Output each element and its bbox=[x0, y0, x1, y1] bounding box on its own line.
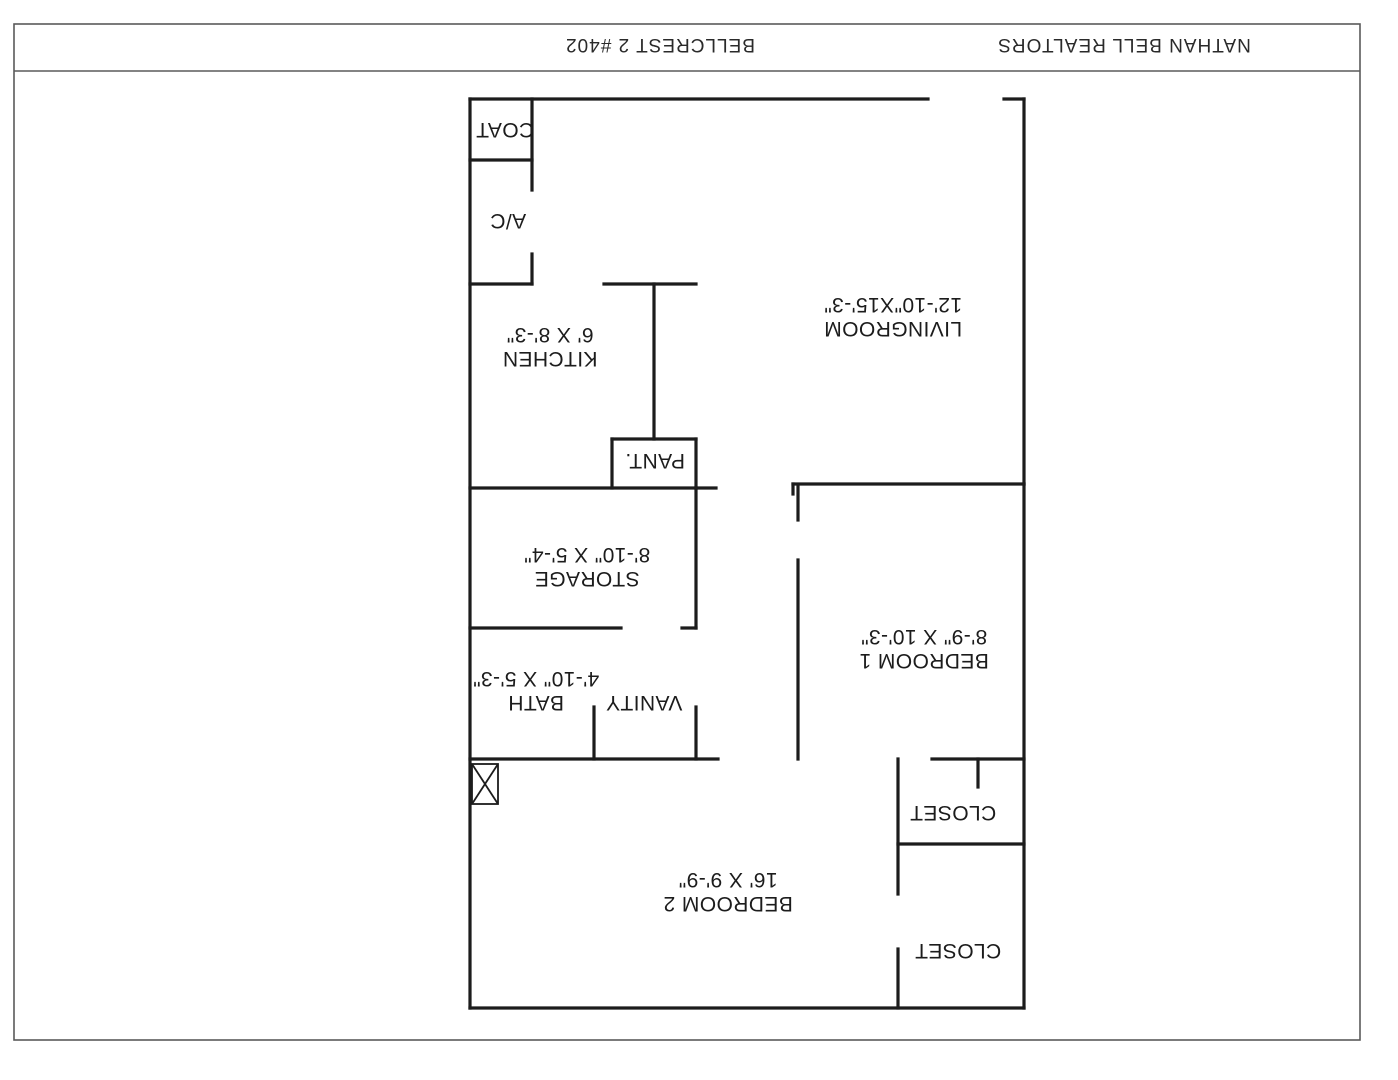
room-label-pantry: PANT. bbox=[625, 449, 685, 472]
room-size-kitchen: 6' X 8'-3" bbox=[506, 323, 593, 346]
chase-box-outline bbox=[471, 763, 499, 805]
room-label-ac: A/C bbox=[490, 209, 526, 232]
room-label-storage: STORAGE bbox=[534, 567, 639, 590]
room-size-bedroom2: 16' X 9'-9" bbox=[678, 868, 777, 891]
room-label-bedroom2: BEDROOM 2 bbox=[663, 892, 793, 915]
room-label-vanity: VANITY bbox=[606, 691, 683, 714]
room-label-bedroom1: BEDROOM 1 bbox=[859, 649, 989, 672]
room-label-closet2: CLOSET bbox=[915, 939, 1001, 962]
room-label-kitchen: KITCHEN bbox=[503, 347, 598, 370]
rotated-sheet: NATHAN BELL REALTORS BELLCREST 2 #402 bbox=[13, 23, 1361, 1041]
room-label-coat: COAT bbox=[476, 118, 534, 141]
chase-box-diag-2 bbox=[471, 763, 499, 805]
room-size-bedroom1: 8'-9" X 10'-3" bbox=[861, 625, 988, 648]
room-label-closet1: CLOSET bbox=[910, 801, 996, 824]
property-title: BELLCREST 2 #402 bbox=[565, 34, 755, 55]
room-size-storage: 8'-10" X 5'-4" bbox=[524, 543, 651, 566]
chase-box bbox=[471, 763, 499, 805]
realtor-name: NATHAN BELL REALTORS bbox=[997, 34, 1251, 55]
room-label-living: LIVINGROOM bbox=[824, 317, 962, 340]
page-border bbox=[13, 23, 1361, 1041]
room-size-bath: 4'-10" X 5'-3" bbox=[473, 667, 600, 690]
walls bbox=[468, 97, 1026, 1010]
room-size-living: 12'-10"X15'-3" bbox=[824, 293, 962, 316]
room-labels: COAT A/C KITCHEN 6' X 8'-3" PANT. LIVING… bbox=[473, 118, 1002, 962]
room-label-bath: BATH bbox=[508, 691, 564, 714]
